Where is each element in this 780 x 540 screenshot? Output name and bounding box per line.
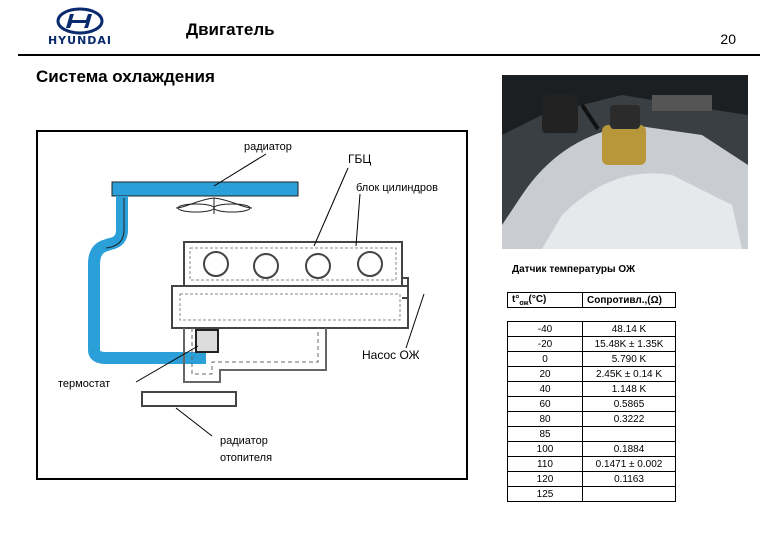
logo-text: HYUNDAI (47, 34, 113, 47)
col-resistance-header: Сопротивл.,(Ω) (582, 292, 676, 308)
header-title: Двигатель (186, 20, 275, 39)
cylinder-block (171, 285, 409, 329)
label-heater-1: радиатор (220, 435, 268, 447)
table-header-row: t°ож(°C) Сопротивл.,(Ω) (507, 292, 676, 308)
section-title: Система охлаждения (36, 67, 215, 86)
heater-loop (183, 328, 327, 383)
spacer-row (508, 308, 676, 322)
label-radiator: радиатор (244, 141, 292, 153)
label-pump: Насос ОЖ (362, 348, 420, 362)
table-row: 85 (507, 426, 676, 442)
hyundai-logo (56, 7, 104, 35)
label-block: блок цилиндров (356, 182, 438, 194)
label-heater-2: отопителя (220, 452, 273, 464)
header-rule (18, 54, 760, 56)
thermostat-housing (195, 329, 219, 353)
sensor-title: Датчик температуры ОЖ (512, 264, 636, 275)
table-row: 125 (507, 486, 676, 502)
heater-radiator (141, 391, 237, 407)
upper-hose (88, 196, 128, 350)
sensor-photo (502, 75, 748, 249)
col-temp-header: t°ож(°C) (507, 292, 583, 308)
lower-hose (88, 349, 206, 364)
radiator-bar (111, 181, 299, 197)
page-number: 20 (720, 31, 736, 47)
label-head: ГБЦ (348, 152, 372, 166)
label-thermostat: термостат (58, 378, 111, 390)
